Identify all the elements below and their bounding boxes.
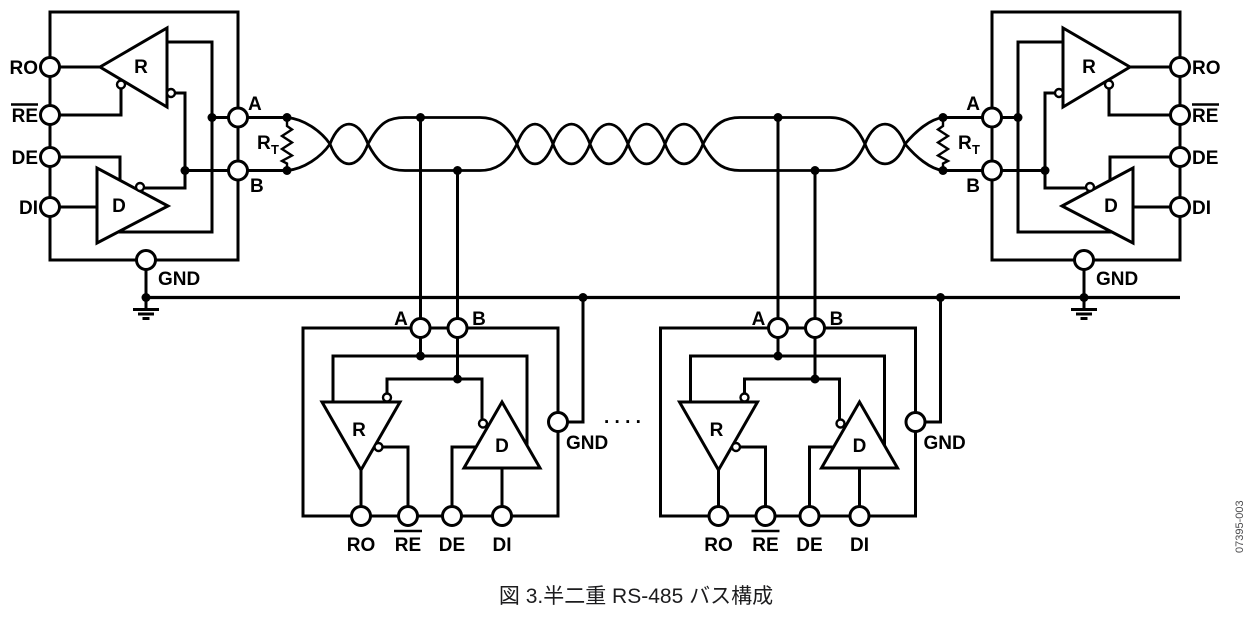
receiver-label: R <box>1082 57 1096 78</box>
pin-label-di: DI <box>19 198 38 219</box>
pin-label-ro: RO <box>347 535 376 556</box>
pin-label-di: DI <box>850 535 869 556</box>
line-b-label: B <box>830 309 844 330</box>
labels-bottom-1: A B R D GND RO RE DE DI <box>347 309 608 556</box>
figure-caption: 図 3.半二重 RS-485 バス構成 <box>499 585 773 608</box>
line-a-label: A <box>248 94 262 115</box>
cable-wire-b <box>286 122 944 172</box>
driver-label: D <box>1104 196 1118 217</box>
driver-label: D <box>495 436 509 457</box>
receiver-label: R <box>352 420 366 441</box>
termination-resistor-label: R <box>257 133 271 154</box>
twisted-pair-cable <box>286 116 944 172</box>
cable-wire-a <box>286 116 944 166</box>
line-a-label: A <box>394 309 408 330</box>
pin-label-de: DE <box>1192 148 1218 169</box>
termination-resistor-label: R <box>958 133 972 154</box>
line-b-label: B <box>250 176 264 197</box>
pin-label-ro: RO <box>10 58 39 79</box>
receiver-label: R <box>134 57 148 78</box>
pin-label-re: RE <box>752 535 778 556</box>
pin-label-re: RE <box>12 106 38 127</box>
labels-top-left: RO RE DE DI GND R D A B R T <box>10 57 280 290</box>
pin-label-de: DE <box>439 535 465 556</box>
driver-label: D <box>112 196 126 217</box>
termination-resistor-subscript: T <box>972 142 980 157</box>
pin-label-ro: RO <box>1192 58 1221 79</box>
pin-label-ro: RO <box>704 535 733 556</box>
labels-bottom-2: A B R D GND RO RE DE DI <box>704 309 965 556</box>
driver-label: D <box>853 436 867 457</box>
line-b-label: B <box>966 176 980 197</box>
transceiver-bottom-1 <box>301 111 589 527</box>
pin-label-gnd: GND <box>1096 269 1138 290</box>
pin-label-gnd: GND <box>924 433 966 454</box>
labels-top-right: RO RE DE DI GND R D A B R T <box>958 57 1221 290</box>
pin-label-gnd: GND <box>158 269 200 290</box>
receiver-label: R <box>710 420 724 441</box>
pin-label-de: DE <box>12 148 38 169</box>
line-b-label: B <box>472 309 486 330</box>
pin-label-di: DI <box>493 535 512 556</box>
pin-label-re: RE <box>395 535 421 556</box>
document-code: 07395-003 <box>1234 500 1246 553</box>
termination-resistor-subscript: T <box>271 142 279 157</box>
continuation-dots: . . . . <box>604 407 641 428</box>
line-a-label: A <box>752 309 766 330</box>
transceiver-top-right <box>936 10 1191 320</box>
transceiver-bottom-2 <box>659 111 947 527</box>
pin-label-gnd: GND <box>566 433 608 454</box>
pin-label-di: DI <box>1192 198 1211 219</box>
line-a-label: A <box>966 94 980 115</box>
pin-label-de: DE <box>796 535 822 556</box>
pin-label-re: RE <box>1192 106 1218 127</box>
